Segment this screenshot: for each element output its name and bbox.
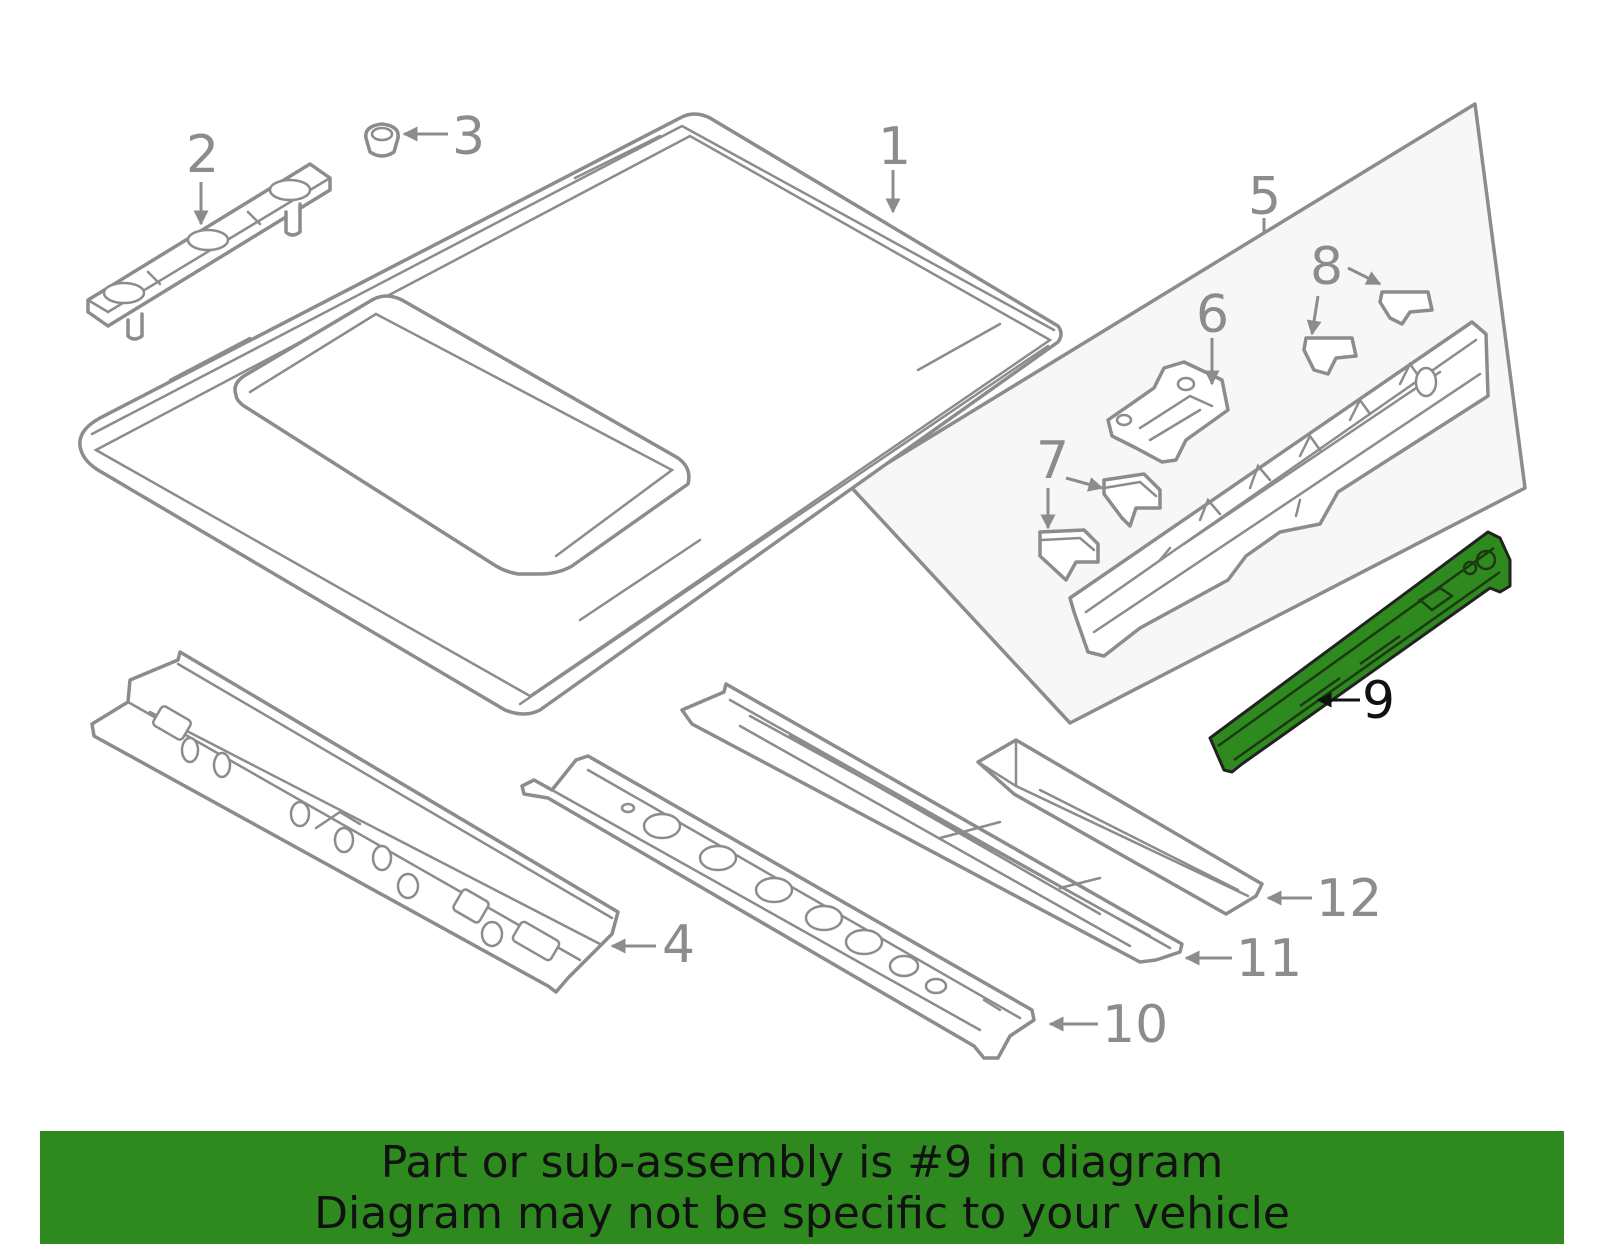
- part-1-roof-panel: [78, 112, 1063, 716]
- part-8-bracket-b: [1302, 336, 1358, 376]
- callout-10: 10: [1102, 995, 1168, 1055]
- part-4-front-header: [90, 650, 620, 994]
- callout-11: 11: [1236, 929, 1302, 989]
- info-banner: Part or sub-assembly is #9 in diagram Di…: [40, 1131, 1564, 1244]
- part-3-clip: [364, 122, 400, 158]
- callout-3: 3: [452, 107, 485, 167]
- banner-line-1: Part or sub-assembly is #9 in diagram: [380, 1136, 1224, 1188]
- part-6-hinge-bracket: [1106, 360, 1230, 464]
- part-9-highlighted-rail[interactable]: [1208, 530, 1512, 774]
- part-7-bracket-b: [1038, 528, 1100, 582]
- banner-line-2: Diagram may not be specific to your vehi…: [314, 1187, 1290, 1239]
- leader-lines: [193, 126, 1382, 1032]
- part-12-rail: [976, 738, 1264, 916]
- part-11-roof-bow: [680, 682, 1184, 964]
- part-10-center-reinforcement: [520, 754, 1036, 1060]
- callout-6: 6: [1196, 285, 1229, 345]
- callout-9: 9: [1362, 671, 1395, 731]
- callout-7: 7: [1036, 431, 1069, 491]
- callout-4: 4: [662, 915, 695, 975]
- callout-2: 2: [186, 125, 219, 185]
- part-8-bracket-a: [1378, 290, 1434, 326]
- callout-1: 1: [878, 117, 911, 177]
- callout-12: 12: [1316, 869, 1382, 929]
- part-7-bracket-a: [1102, 472, 1162, 528]
- callout-5: 5: [1248, 167, 1281, 227]
- part-5-rear-header: [1068, 320, 1490, 658]
- callout-8: 8: [1310, 237, 1343, 297]
- part-2-bracket: [86, 162, 332, 341]
